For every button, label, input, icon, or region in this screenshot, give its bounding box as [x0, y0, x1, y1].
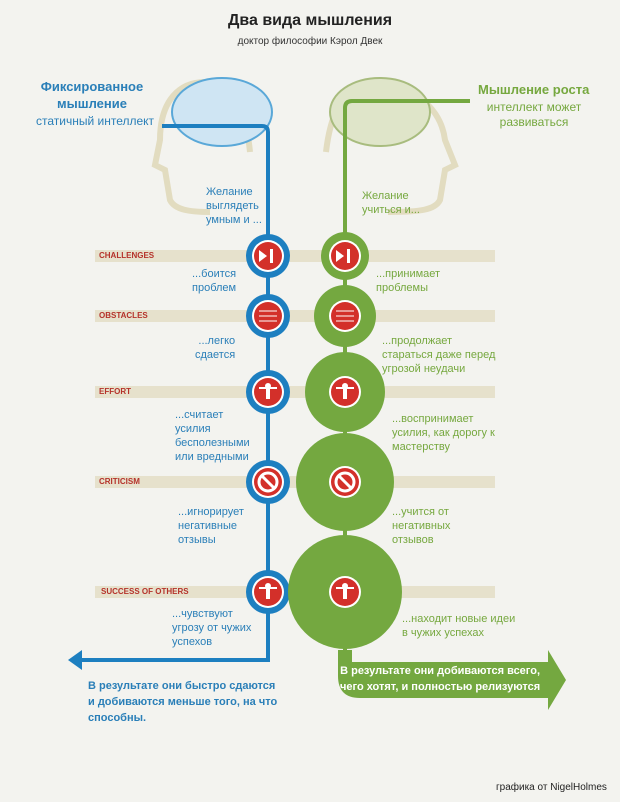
arrow-block-icon	[246, 234, 290, 278]
no-sign-icon	[246, 460, 290, 504]
category-label: CRITICISM	[99, 477, 140, 486]
fixed-response: ...игнорирует негативные отзывы	[178, 505, 244, 547]
response-line: угрозу от чужих	[172, 622, 252, 634]
weightlifter-icon	[246, 370, 290, 414]
response-line: в чужих успехах	[402, 627, 485, 639]
fixed-path-line	[80, 124, 270, 662]
response-line: ...игнорирует	[178, 506, 244, 518]
response-line: ...продолжает	[382, 335, 453, 347]
category-label: CHALLENGES	[99, 251, 155, 260]
growth-response: ...учится от негативных отзывов	[392, 505, 450, 547]
response-line: усилия, как дорогу к	[392, 427, 495, 439]
growth-response: ...принимает проблемы	[376, 267, 440, 295]
response-line: отзывы	[178, 534, 216, 546]
response-line: усилия	[175, 423, 211, 435]
brick-wall-icon	[246, 294, 290, 338]
category-label: SUCCESS OF OTHERS	[101, 587, 189, 596]
response-line: негативные	[178, 520, 237, 532]
no-sign-icon	[296, 433, 394, 531]
response-line: бесполезными	[175, 437, 250, 449]
growth-response: ...воспринимает усилия, как дорогу к масте…	[392, 412, 495, 454]
green-brain-icon	[329, 77, 431, 147]
response-line: ...принимает	[376, 268, 441, 280]
weightlifter-icon	[305, 352, 385, 432]
person-icon	[288, 535, 402, 649]
response-line: ...учится от	[392, 506, 449, 518]
category-band	[95, 310, 495, 322]
response-line: проблем	[192, 282, 237, 294]
response-line: или вредными	[175, 451, 249, 463]
fixed-arrow-head	[68, 650, 82, 670]
response-line: ...боится	[192, 268, 237, 280]
category-band	[95, 250, 495, 262]
growth-response: ...продолжает стараться даже перед угрозой…	[382, 334, 495, 376]
category-label: OBSTACLES	[99, 311, 148, 320]
response-line: негативных	[392, 520, 451, 532]
response-line: ...воспринимает	[392, 413, 474, 425]
category-band	[95, 386, 495, 398]
fixed-response: ...считает усилия бесполезными или вредными	[175, 408, 250, 464]
growth-title: Мышление роста	[478, 82, 590, 97]
category-band	[95, 476, 495, 488]
response-line: ...считает	[175, 409, 224, 421]
response-line: стараться даже перед	[382, 349, 496, 361]
blue-brain-icon	[171, 77, 273, 147]
response-line: успехов	[172, 636, 213, 648]
arrow-block-icon	[321, 232, 369, 280]
response-line: ...легко	[198, 335, 236, 347]
response-line: мастерству	[392, 441, 450, 453]
response-line: ...чувствуют	[172, 608, 233, 620]
fixed-response: ...чувствуют угрозу от чужих успехов	[172, 607, 251, 649]
growth-path-line	[343, 99, 470, 650]
growth-arrow	[338, 650, 566, 710]
response-line: отзывов	[392, 534, 434, 546]
fixed-desc: статичный интеллект	[36, 114, 155, 128]
person-icon	[246, 570, 290, 614]
response-line: проблемы	[376, 282, 429, 294]
fixed-response: ...легко сдается	[195, 334, 235, 362]
page-title: Два вида мышления	[227, 12, 393, 29]
category-label: EFFORT	[99, 387, 131, 396]
fixed-response: ...боится проблем	[192, 267, 236, 295]
growth-response: ...находит новые идеи в чужих успехах	[402, 612, 515, 640]
page-subtitle: доктор философии Кэрол Двек	[237, 36, 383, 47]
growth-result: В результате они добиваются всего,чего х…	[340, 665, 541, 693]
response-line: ...находит новые идеи	[402, 613, 516, 625]
response-line: сдается	[195, 349, 236, 361]
credit: графика от NigelHolmes	[496, 782, 607, 793]
response-line: угрозой неудачи	[382, 363, 466, 375]
brick-wall-icon	[314, 285, 376, 347]
